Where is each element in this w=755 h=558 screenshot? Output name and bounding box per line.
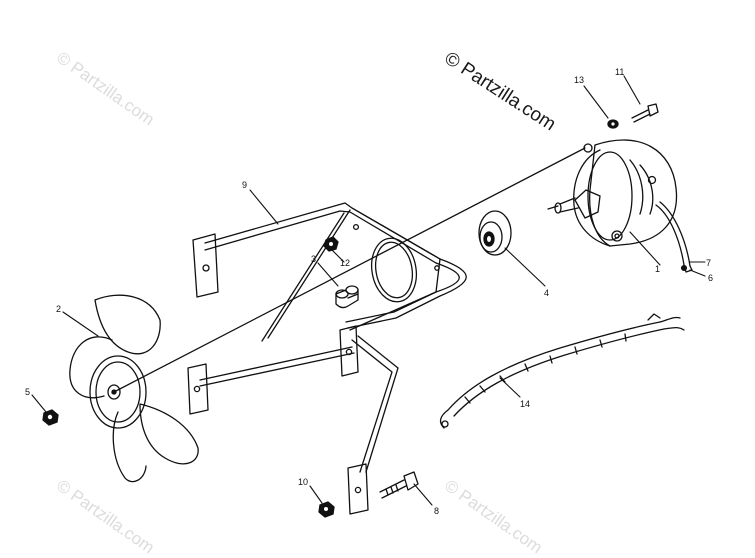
spacer-part [335,285,359,309]
wire-harness [439,313,685,429]
exploded-view-drawing: 1 2 3 4 5 6 7 8 9 10 11 12 13 14 [25,67,713,518]
callout-14: 14 [520,399,530,409]
callout-5: 5 [25,387,30,397]
callout-11: 11 [615,67,624,77]
callout-6: 6 [708,273,713,283]
bolt-part-8 [379,471,419,499]
callout-13: 13 [574,75,584,85]
leader-lines [31,75,706,506]
callout-7: 7 [706,258,711,268]
nut-part-10 [318,501,335,518]
fan-motor [547,139,693,273]
callout-10: 10 [298,477,308,487]
nut-part-12 [323,236,339,252]
callout-12: 12 [340,258,350,268]
assembly-axis-line [111,147,586,394]
cooling-fan [69,294,199,483]
callout-1: 1 [655,264,660,274]
screw-part-11 [631,103,659,123]
callout-3: 3 [311,254,316,264]
rubber-grommet [478,210,512,256]
fan-nut-5 [42,409,59,426]
callout-8: 8 [434,506,439,516]
callout-4: 4 [544,288,549,298]
mounting-bracket [187,202,467,515]
callout-2: 2 [56,304,61,314]
washer-part-13 [607,119,619,129]
callout-9: 9 [242,180,247,190]
parts-diagram: © Partzilla.com © Partzilla.com © Partzi… [25,48,713,557]
